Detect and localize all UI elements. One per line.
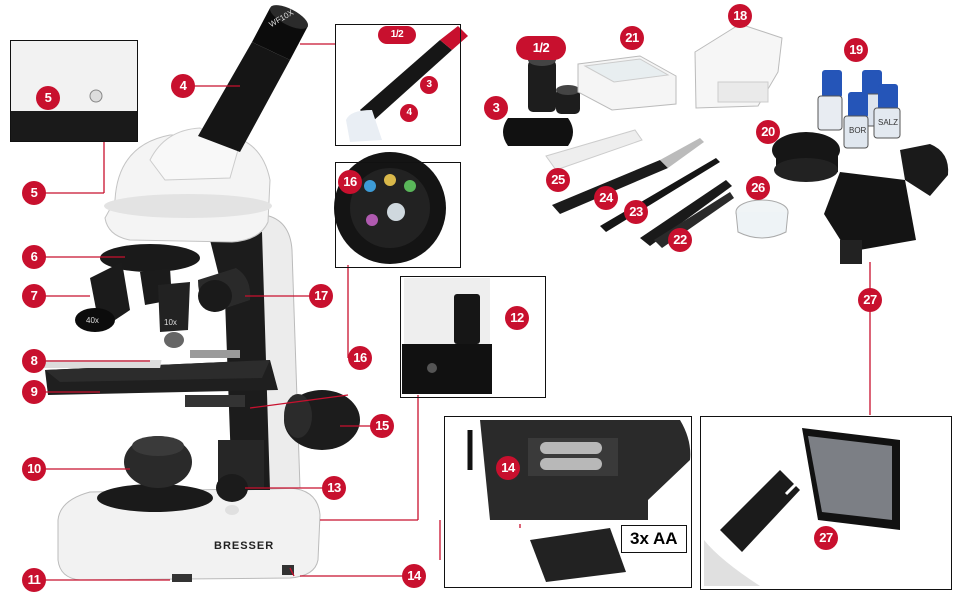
callout-16: 16 <box>348 346 372 370</box>
inset-battery-compartment <box>467 420 691 582</box>
inset-box-eyepiece <box>335 24 461 146</box>
inset-box-filter <box>335 162 461 268</box>
battery-label: 3x AA <box>621 525 687 553</box>
vial-text-salz: SALZ <box>878 118 899 127</box>
smartphone-adapter-27 <box>824 144 949 264</box>
inset-box-smartphone <box>700 416 952 590</box>
callout-11: 11 <box>22 568 46 592</box>
callout-10: 10 <box>22 457 46 481</box>
callout-25: 25 <box>546 168 570 192</box>
callout-5-inset: 5 <box>36 86 60 110</box>
callout-15: 15 <box>370 414 394 438</box>
callout-16-inset: 16 <box>338 170 362 194</box>
inset-filter-wheel <box>334 152 446 264</box>
hatchery-20 <box>772 132 840 182</box>
condenser-knob-10 <box>124 436 192 488</box>
callout-12: 12 <box>505 306 529 330</box>
callout-1-2: 1/2 <box>516 36 566 60</box>
callout-20: 20 <box>756 120 780 144</box>
inset-eyepiece-detail <box>346 26 468 142</box>
focus-knob-15 <box>284 390 360 450</box>
callout-9: 9 <box>22 380 46 404</box>
dimmer-13 <box>216 474 248 515</box>
callout-22: 22 <box>668 228 692 252</box>
callout-17: 17 <box>309 284 333 308</box>
callout-6: 6 <box>22 245 46 269</box>
callout-7: 7 <box>22 284 46 308</box>
callout-14: 14 <box>402 564 426 588</box>
callout-27-inset: 27 <box>814 526 838 550</box>
callout-1-2-inset: 1/2 <box>378 26 416 44</box>
vial-text-bor: BOR <box>849 126 867 135</box>
callout-18: 18 <box>728 4 752 28</box>
callout-13: 13 <box>322 476 346 500</box>
inset-box-lamp <box>10 40 138 142</box>
inset-box-battery <box>444 416 692 588</box>
tools-22-25 <box>545 129 734 248</box>
callout-8: 8 <box>22 349 46 373</box>
callout-23: 23 <box>624 200 648 224</box>
callout-26: 26 <box>746 176 770 200</box>
focus-knob-17 <box>198 268 251 312</box>
callout-4: 4 <box>171 74 195 98</box>
microscope-head <box>104 127 272 243</box>
callout-24: 24 <box>594 186 618 210</box>
microscope-stage <box>30 350 278 407</box>
eyepiece-tube <box>198 5 309 152</box>
slide-box-21 <box>577 55 677 111</box>
objective-mark-40x: 40x <box>86 316 99 325</box>
callout-4-inset: 4 <box>400 104 418 122</box>
objective-mark-10x: 10x <box>164 318 177 327</box>
callout-3-inset: 3 <box>420 76 438 94</box>
inset-switch <box>402 278 492 394</box>
vials-19 <box>817 70 901 149</box>
eyepieces-accessory <box>503 54 580 146</box>
brand-logo: BRESSER <box>214 540 275 552</box>
callout-14-inset: 14 <box>496 456 520 480</box>
callout-27: 27 <box>858 288 882 312</box>
revolver-objectives <box>75 244 200 348</box>
leader-lines <box>36 43 871 581</box>
callout-3: 3 <box>484 96 508 120</box>
callout-5: 5 <box>22 181 46 205</box>
callout-19: 19 <box>844 38 868 62</box>
lamp-inset-art <box>11 41 137 141</box>
petri-dish-26 <box>735 199 789 239</box>
callout-21: 21 <box>620 26 644 50</box>
inset-smartphone-mount <box>704 428 900 586</box>
specimen-box-18 <box>694 23 783 109</box>
microscope-base <box>57 484 321 582</box>
inset-box-switch <box>400 276 546 398</box>
